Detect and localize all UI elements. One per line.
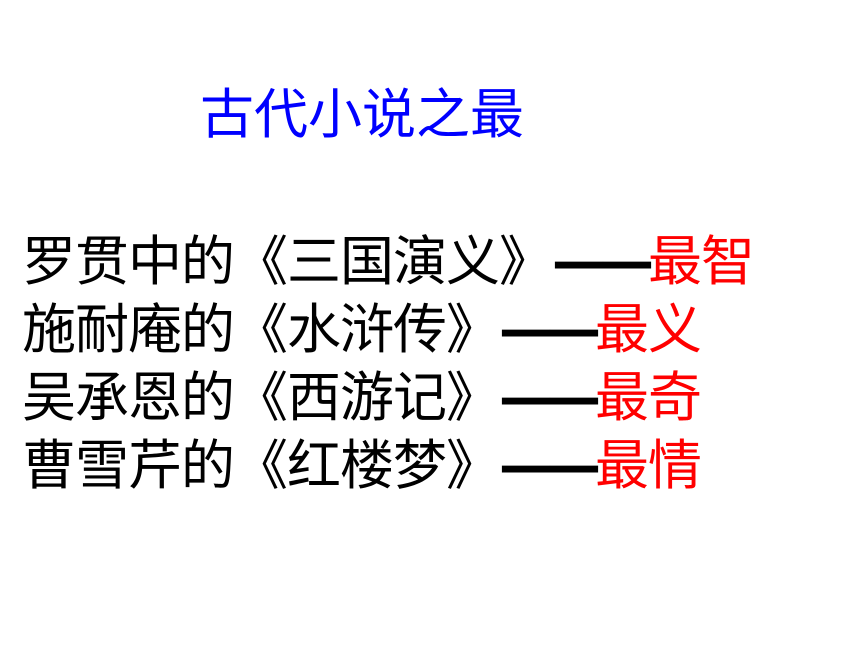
author-work-text: 曹雪芹的《红楼梦》 xyxy=(22,434,500,497)
verdict-text: 最义 xyxy=(595,298,702,361)
verdict-text: 最情 xyxy=(595,434,702,497)
author-work-text: 吴承恩的《西游记》 xyxy=(22,366,500,429)
dash-separator: —— xyxy=(499,298,601,361)
list-item: 施耐庵的《水浒传》——最义 xyxy=(22,296,754,364)
dash-separator: —— xyxy=(552,230,654,293)
list-item: 吴承恩的《西游记》——最奇 xyxy=(22,364,754,432)
verdict-text: 最奇 xyxy=(595,366,702,429)
verdict-text: 最智 xyxy=(648,230,755,293)
novel-list: 罗贯中的《三国演义》——最智 施耐庵的《水浒传》——最义 吴承恩的《西游记》——… xyxy=(22,228,755,500)
list-item: 曹雪芹的《红楼梦》——最情 xyxy=(22,432,754,500)
list-item: 罗贯中的《三国演义》——最智 xyxy=(22,228,755,296)
dash-separator: —— xyxy=(499,434,601,497)
slide-title: 古代小说之最 xyxy=(200,83,524,146)
dash-separator: —— xyxy=(499,366,601,429)
author-work-text: 罗贯中的《三国演义》 xyxy=(22,230,553,293)
author-work-text: 施耐庵的《水浒传》 xyxy=(22,298,500,361)
